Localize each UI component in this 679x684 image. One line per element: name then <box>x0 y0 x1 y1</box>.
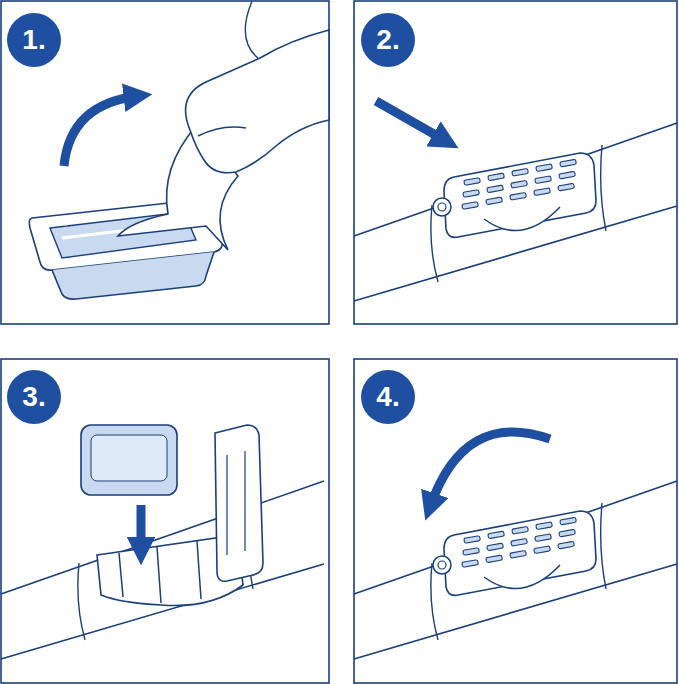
step-panel <box>1 1 329 324</box>
step-panel <box>354 1 677 324</box>
hand <box>186 1 329 173</box>
pipe-open-holder <box>1 425 324 659</box>
refill-cartridge <box>81 425 177 495</box>
step-number: 4. <box>376 383 399 411</box>
step-panel <box>1 359 329 683</box>
insert-arrow <box>137 505 146 551</box>
close-arrow <box>430 432 550 507</box>
pipe-with-holder <box>354 101 677 301</box>
step-number-badge: 3. <box>7 370 61 424</box>
step-number-badge: 2. <box>361 13 415 67</box>
step-number: 2. <box>376 26 399 54</box>
locate-arrow <box>376 101 446 141</box>
step-panel <box>354 359 677 683</box>
lift-arrow <box>64 96 138 166</box>
step-number: 3. <box>22 383 45 411</box>
step-number-badge: 1. <box>7 13 61 67</box>
step-number-badge: 4. <box>361 370 415 424</box>
step-number: 1. <box>22 26 45 54</box>
pipe-closed-holder <box>354 432 677 659</box>
